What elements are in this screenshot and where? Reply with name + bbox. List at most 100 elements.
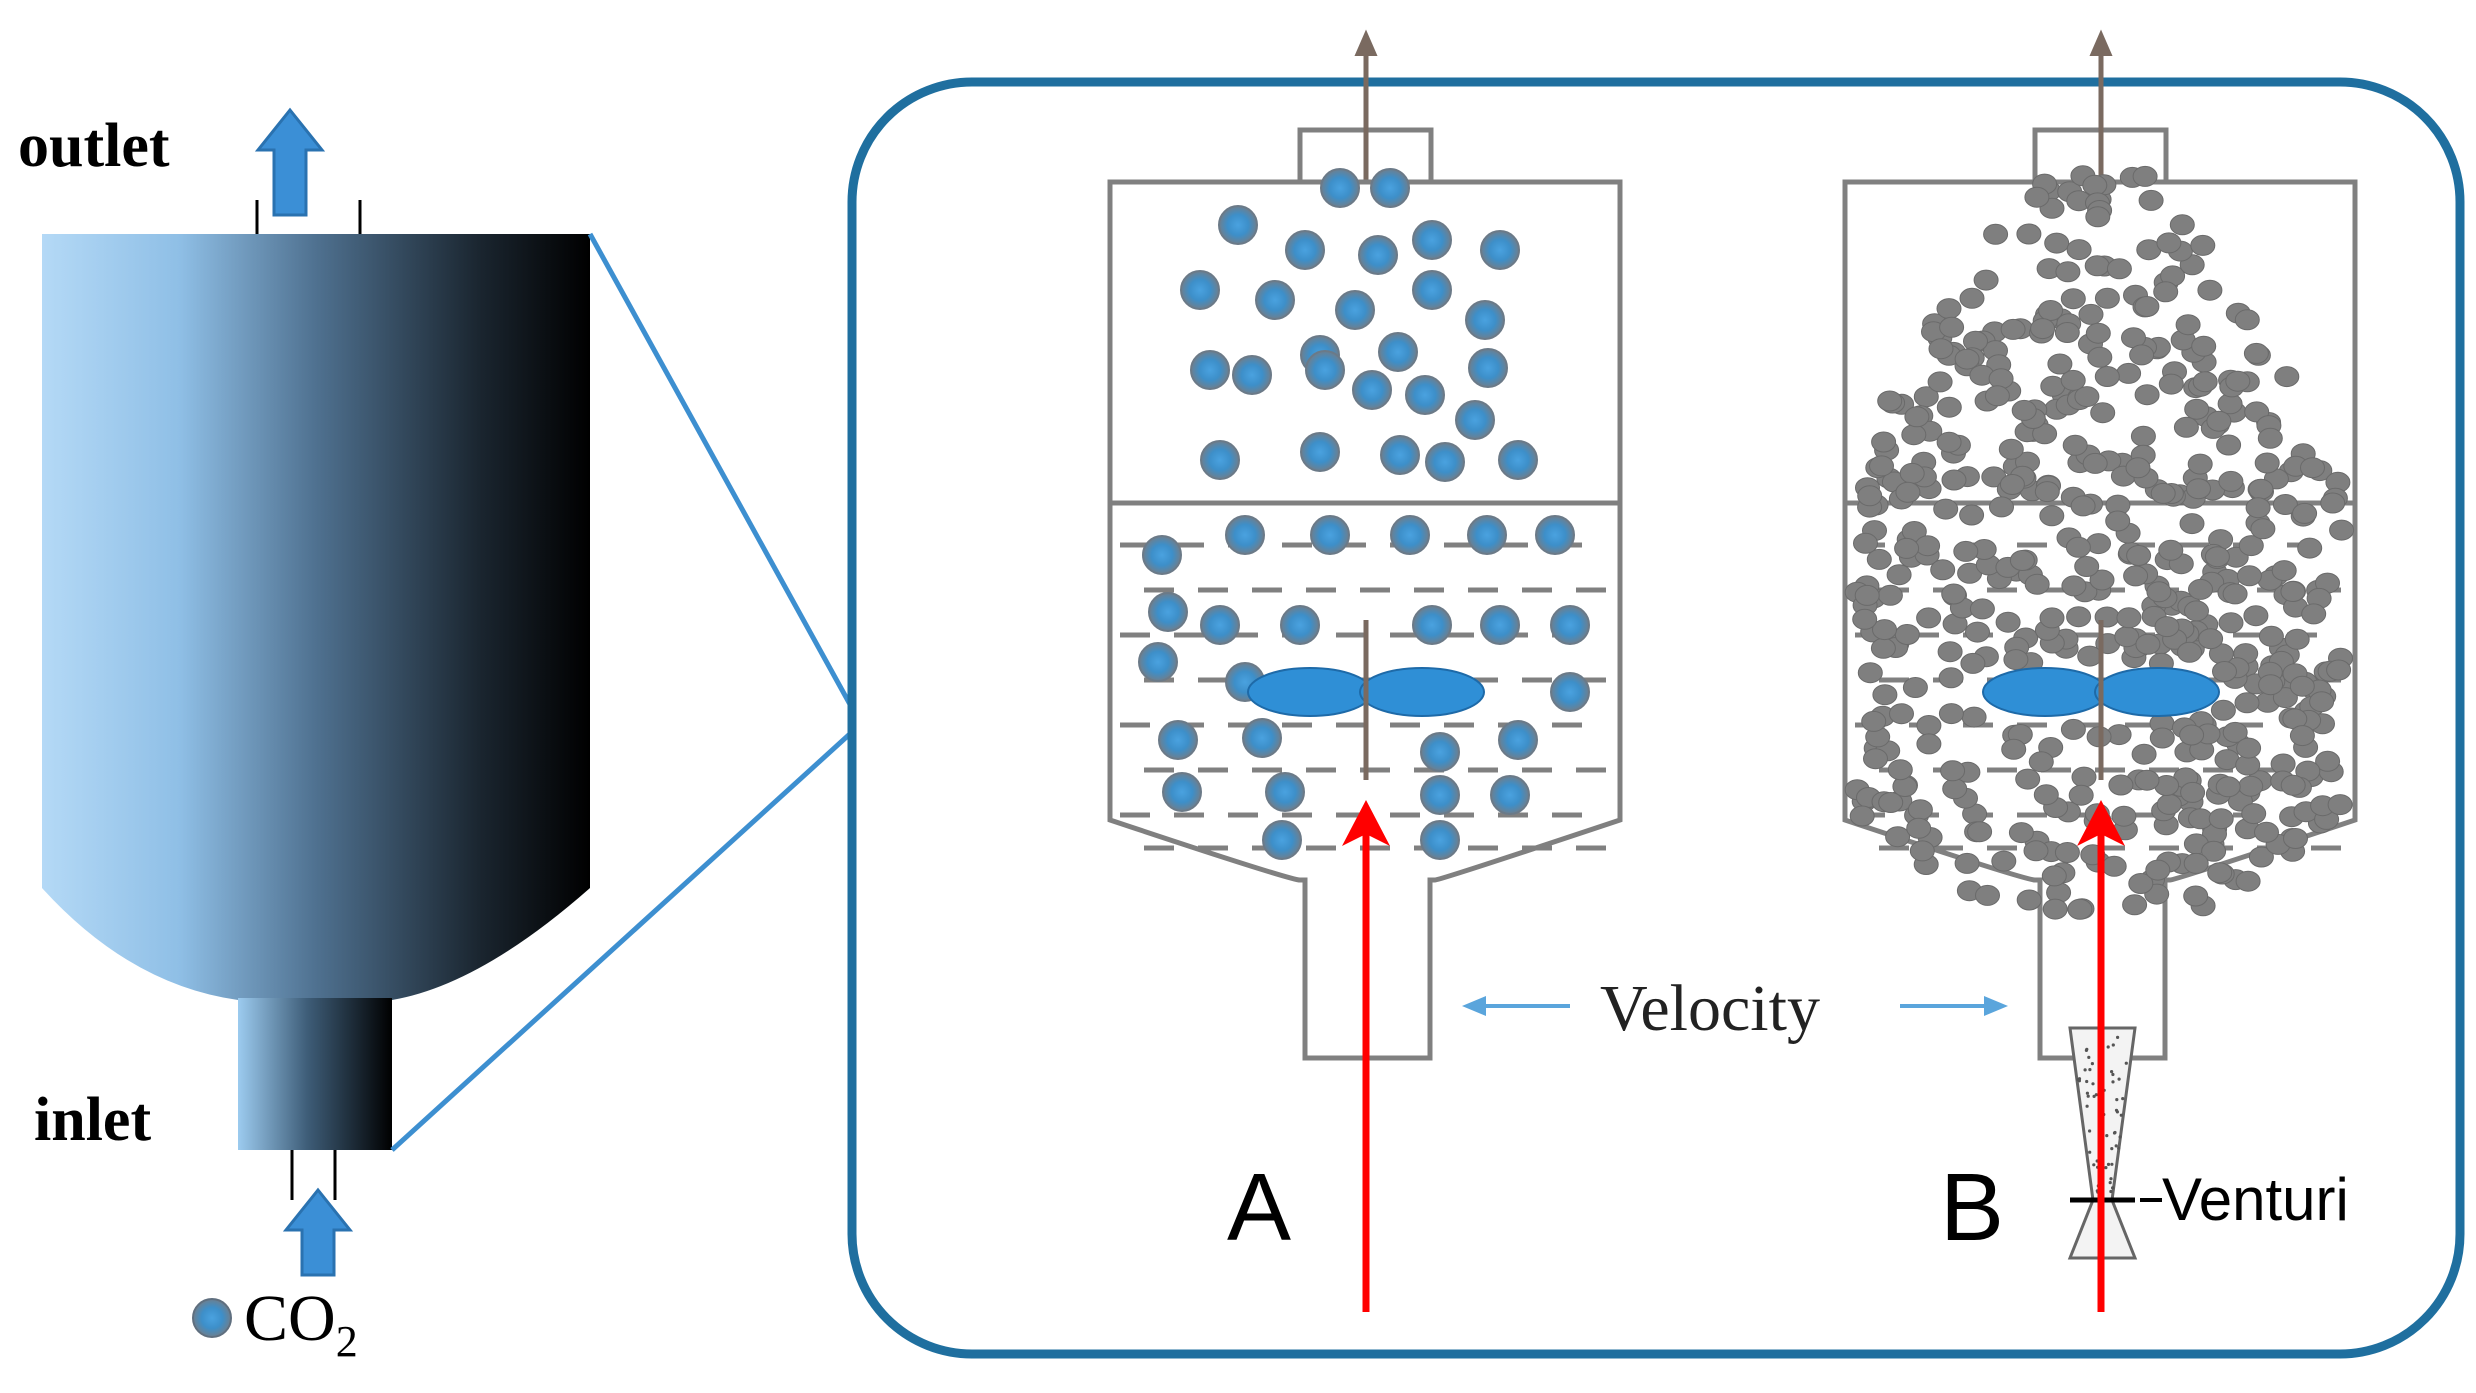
dense-particle [2258,625,2284,647]
dense-particle [2054,322,2080,343]
dense-particle [1916,715,1942,736]
sparse-particle [1255,280,1295,320]
venturi-speck [2110,1162,2114,1166]
venturi-speck [2094,1093,2098,1097]
sparse-particle [1225,515,1265,555]
sparse-particle [1148,592,1188,632]
sparse-particle [1180,270,1220,310]
venturi-speck [2088,1150,2092,1154]
dense-particle [1852,608,1878,630]
dense-particle [1930,559,1956,581]
dense-particle [1937,641,1963,663]
dense-particle [2243,605,2269,627]
sparse-particle [1352,370,1392,410]
venturi-speck [2092,1094,2096,1098]
venturi-speck [2085,1047,2089,1051]
dense-particle [2135,633,2161,655]
venturi-speck [2110,1147,2114,1151]
dense-particle [2149,727,2175,749]
dense-particle [1941,583,1967,605]
dense-particle [2190,234,2216,256]
dense-particle [2280,774,2306,796]
dense-particle [1938,703,1964,725]
dense-particle [2241,803,2267,825]
dense-particle [1854,584,1880,606]
dense-particle [1861,710,1887,732]
dense-particle [2184,398,2210,420]
dense-particle [1916,607,1942,629]
dense-particle [2085,206,2111,228]
dense-particle [1853,532,1878,554]
dense-particle [2309,691,2335,713]
dense-particle [2074,386,2100,408]
dense-particle [2039,505,2065,527]
dense-particle [1904,406,1930,428]
dense-particle [1959,287,1985,309]
dense-particle [2236,565,2262,587]
dense-particle [2067,898,2093,920]
dense-particle [2292,502,2318,524]
dense-particle [2154,616,2180,638]
dense-particle [2187,453,2213,475]
dense-particle [2250,518,2276,540]
venturi-speck [2077,1079,2081,1083]
dense-particle [2222,583,2248,605]
dense-particle [1916,733,1942,755]
dense-particle [2028,751,2054,773]
dense-particle [1863,748,1888,770]
dense-particle [1984,385,2010,407]
venturi-speck [2091,1082,2095,1086]
dense-particle [2071,766,2097,788]
dense-particle [2272,494,2298,515]
dense-particle [2101,855,2127,877]
venturi-speck [2124,1061,2128,1065]
sparse-particle [1380,435,1420,475]
dense-particle [2089,569,2115,591]
dense-particle [2150,482,2176,504]
co2-label: CO2 [244,1282,358,1366]
sparse-particle [1162,772,1202,812]
venturi-speck [2090,1062,2094,1066]
venturi-speck [2113,1130,2117,1135]
sparse-particle [1232,355,1272,395]
dense-particle [2183,885,2209,907]
dense-particle [1975,884,2000,906]
dense-particle [1954,852,1980,874]
dense-particle [2234,692,2260,714]
sparse-particle [1420,732,1460,772]
inlet-label: inlet [34,1086,151,1154]
dense-particle [2284,628,2310,650]
dense-particle [2153,281,2179,303]
venturi-speck [2106,1162,2111,1166]
sparse-particle [1550,672,1590,712]
venturi-speck [2118,1135,2122,1139]
vessel-neck [238,998,392,1150]
sparse-particle [1138,642,1178,682]
venturi-speck [2111,1080,2115,1084]
outlet-label: outlet [18,112,170,180]
dense-particle [2042,898,2068,920]
dense-particle [2297,537,2323,559]
dense-particle [2183,852,2209,874]
dense-particle [1988,368,2014,390]
dense-particle [1895,481,1921,503]
dense-particle [2033,784,2059,806]
dense-particle [2184,600,2209,622]
vessel-body [42,234,590,1000]
dense-particle [2320,492,2346,514]
dense-particle [2329,519,2355,541]
velocity-label: Velocity [1600,972,1820,1045]
sparse-particle [1535,515,1575,555]
dense-particle [1907,799,1933,821]
venturi-speck [2105,1134,2109,1138]
dense-particle [1960,652,1986,674]
dense-particle [2234,309,2260,331]
dense-particle [1857,662,1883,684]
dense-particle [2289,675,2315,697]
dense-particle [1909,840,1935,862]
dense-particle [2001,738,2027,760]
dense-particle [2047,353,2073,375]
dense-particle [1857,485,1883,507]
sparse-particle [1335,290,1375,330]
dense-particle [2131,743,2157,765]
